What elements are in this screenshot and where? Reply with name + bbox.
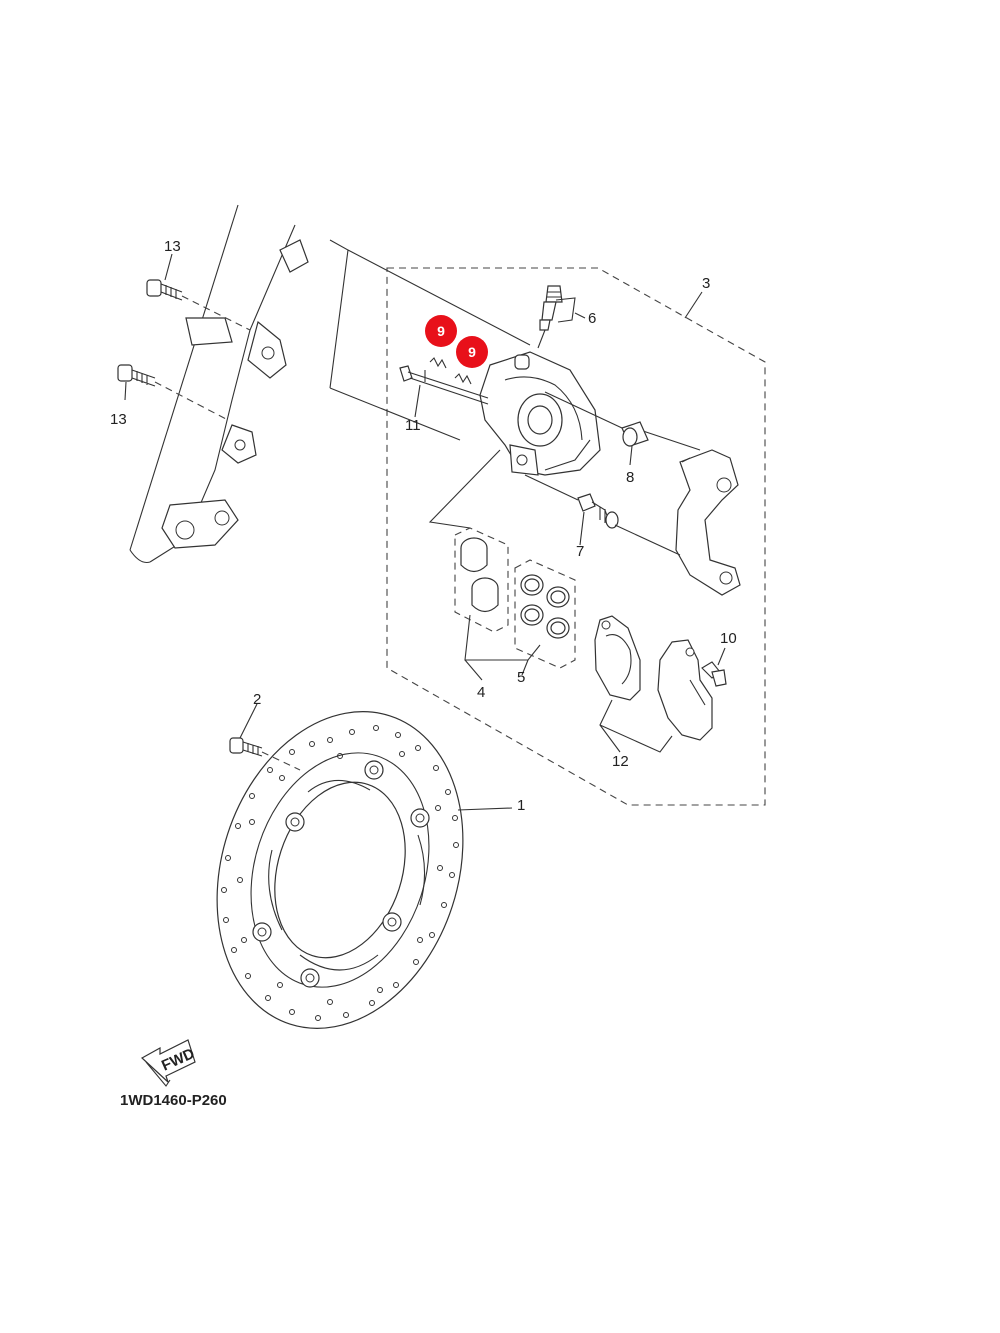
- callout-13b: 13: [110, 411, 127, 428]
- callout-3: 3: [702, 275, 710, 292]
- forward-direction-arrow: FWD: [140, 1039, 197, 1087]
- brake-caliper-body: [479, 351, 601, 476]
- callout-10: 10: [720, 630, 737, 647]
- callout-4: 4: [477, 684, 485, 701]
- caliper-sleeve: [544, 391, 649, 447]
- callout-11: 11: [405, 417, 421, 434]
- group-bracket-4-5: [464, 614, 541, 681]
- callout-12: 12: [612, 753, 629, 770]
- caliper-bracket: [639, 429, 741, 596]
- callout-6: 6: [588, 310, 596, 327]
- pad-spring-clip-a: [429, 357, 447, 369]
- disc-vent-holes: [221, 725, 459, 1021]
- mounting-bolt-lower: [117, 364, 229, 421]
- brake-pad-a: [594, 615, 641, 701]
- callout-8: 8: [626, 469, 634, 486]
- callout-5: 5: [517, 669, 525, 686]
- callout-2: 2: [253, 691, 261, 708]
- highlight-marker-9a: 9: [425, 315, 457, 347]
- caliper-assembly-outline: [386, 267, 766, 806]
- svg-text:9: 9: [468, 344, 476, 360]
- front-fork-leg: [129, 204, 309, 564]
- group-bracket-12: [599, 699, 673, 753]
- caliper-pistons: [428, 449, 509, 633]
- pad-pin: [399, 365, 489, 405]
- highlight-marker-9b: 9: [456, 336, 488, 368]
- callout-7: 7: [576, 543, 584, 560]
- callout-leaders: [124, 253, 726, 811]
- pad-spring-clip-b: [454, 373, 472, 385]
- caliper-pin-bolt: [524, 474, 681, 556]
- svg-text:9: 9: [437, 323, 445, 339]
- piston-seal-kit: [514, 559, 576, 669]
- brake-pad-b: [657, 639, 713, 741]
- pad-retaining-clip: [701, 661, 727, 687]
- disc-bolt: [229, 737, 301, 771]
- bleed-screw: [537, 285, 576, 349]
- diagram-code: 1WD1460-P260: [120, 1092, 227, 1109]
- assembly-leader-line: [329, 239, 531, 441]
- brake-disc: [216, 711, 464, 1029]
- mounting-bolt-upper: [146, 279, 251, 331]
- callout-13a: 13: [164, 238, 181, 255]
- callout-1: 1: [517, 797, 525, 814]
